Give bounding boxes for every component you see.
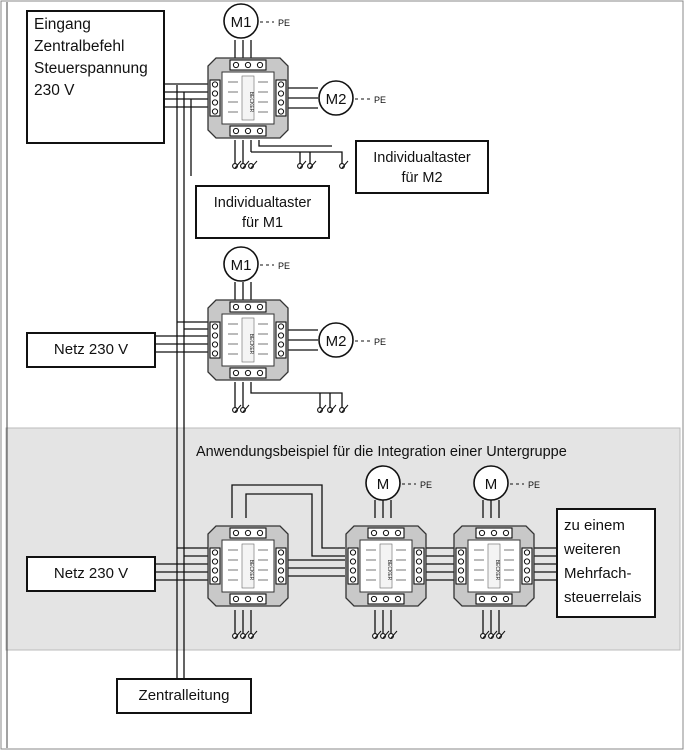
motor-m2-row1-pe: PE [374,95,386,105]
motor-m1-row1: M1 PE [223,3,290,39]
motor-m2-row1: M2 PE [318,80,386,116]
motor-m1-row1-label: M1 [231,14,252,31]
motor-m-row3b: M PE [365,465,432,501]
relay-row3c-brand: BECKER [494,560,500,581]
central-line-label: Zentralleitung [138,687,230,704]
next-relay-line-1: zu einem [564,517,625,534]
motor-m-row3b-label: M [377,476,390,493]
motor-m2-row2: M2 PE [318,322,386,358]
motor-m1-row1-pe: PE [278,18,290,28]
individual-m1-line-2: für M1 [241,215,284,231]
input-line-1: Eingang [34,16,91,33]
central-input-box: Eingang Zentralbefehl Steuerspannung 230… [26,10,165,144]
motor-m-row3b-pe: PE [420,480,432,490]
switch-m2-row2 [317,404,349,413]
next-relay-line-3: Mehrfach- [564,565,632,582]
input-line-4: 230 V [34,82,75,99]
motor-m1-row2-pe: PE [278,261,290,271]
motor-m1-row2-label: M1 [231,257,252,274]
motor-m-row3c-pe: PE [528,480,540,490]
mains-1-label: Netz 230 V [53,341,129,358]
relay-row3b: BECKER [345,525,427,607]
central-bus [176,85,192,680]
individual-switch-m1-box: Individualtaster für M1 [195,185,330,239]
input-line-2: Zentralbefehl [34,38,125,55]
individual-switch-m2-box: Individualtaster für M2 [355,140,489,194]
motor-m2-row2-label: M2 [326,333,347,350]
motor-m-row3c-label: M [485,476,498,493]
motor-m2-row1-label: M2 [326,91,347,108]
switch-row3c [480,630,506,639]
relay-row3a: BECKER [207,525,289,607]
relay-row1: BECKER [207,57,289,139]
individual-m2-line-2: für M2 [401,170,443,186]
switch-m1-row1 [232,160,258,169]
mains-2-label: Netz 230 V [53,565,129,582]
relay-row2-brand: BECKER [248,334,254,355]
switch-m1-row2 [232,404,250,413]
motor-m1-row2: M1 PE [223,246,290,282]
next-relay-line-4: steuerrelais [564,589,642,606]
input-line-3: Steuerspannung [34,60,148,77]
switch-row3a [232,630,258,639]
motor-m2-row2-pe: PE [374,337,386,347]
relay-row3a-brand: BECKER [248,560,254,581]
mains-box-2: Netz 230 V [26,556,156,592]
relay-row1-brand: BECKER [248,92,254,113]
individual-m1-line-1: Individualtaster [213,195,312,211]
next-relay-box: zu einem weiteren Mehrfach- steuerrelais [556,508,656,618]
switch-m2-row1 [297,160,349,169]
mains-box-1: Netz 230 V [26,332,156,368]
relay-row2: BECKER [207,299,289,381]
relay-row3c: BECKER [453,525,535,607]
switch-row3b [372,630,398,639]
subgroup-caption: Anwendungsbeispiel für die Integration e… [196,444,567,460]
next-relay-line-2: weiteren [564,541,621,558]
individual-m2-line-1: Individualtaster [373,150,471,166]
motor-m-row3c: M PE [473,465,540,501]
central-line-box: Zentralleitung [116,678,252,714]
relay-row3b-brand: BECKER [386,560,392,581]
